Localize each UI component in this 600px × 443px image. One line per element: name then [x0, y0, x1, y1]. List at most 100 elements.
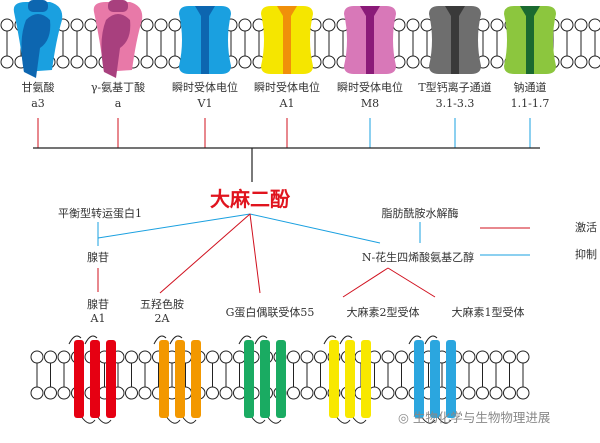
channel-name: 甘氨酸: [21, 81, 55, 94]
bottom-membrane-lipid-head: [138, 350, 152, 364]
bottom-membrane-lipid-head: [44, 386, 57, 400]
watermark: ◎ 生物化学与生物物理进展: [398, 410, 551, 425]
channel-1-cap: [108, 0, 128, 12]
receptor-3-helix: [329, 340, 339, 418]
receptor-loop: [80, 415, 96, 424]
bottom-membrane-lipid-head: [206, 386, 219, 400]
bottom-membrane-lipid-head: [57, 350, 71, 364]
top-membrane-lipid-head: [154, 18, 168, 32]
inhibit-line-ent1: [97, 213, 251, 239]
channel-name: 钠通道: [513, 81, 547, 94]
receptor-loop: [436, 415, 452, 424]
receptor-loop: [254, 335, 268, 345]
top-membrane-lipid-head: [238, 55, 252, 69]
cb2-label: 大麻素2型受体: [346, 306, 420, 319]
channel-subtype: 1.1-1.7: [510, 97, 550, 110]
bottom-membrane-lipid-head: [287, 350, 300, 364]
watermark-text: 生物化学与生物物理进展: [412, 410, 551, 425]
top-membrane-lipid-head: [490, 18, 504, 32]
bottom-membrane-lipid-head: [462, 386, 476, 400]
bottom-membrane-lipid-head: [489, 350, 503, 364]
receptor-1-helix: [159, 340, 169, 418]
bottom-membrane-lipid-head: [381, 386, 395, 400]
a1-name: 腺苷: [87, 298, 109, 311]
top-membrane-lipid-head: [574, 18, 588, 32]
inhibit-line-faah: [249, 213, 381, 244]
receptor-loop: [153, 335, 167, 345]
channel-subtype: 3.1-3.3: [435, 97, 475, 110]
receptor-0-helix: [90, 340, 100, 418]
bottom-membrane-lipid-head: [30, 350, 44, 364]
top-membrane-lipid-head: [56, 55, 70, 69]
receptor-loop: [420, 415, 436, 424]
top-membrane-lipid-head: [322, 55, 336, 69]
bottom-membrane-lipid-head: [476, 386, 489, 400]
adenosine-label: 腺苷: [87, 251, 109, 264]
receptor-loop: [250, 415, 266, 424]
5ht-sub: 2A: [154, 312, 170, 325]
channel-subtype: A1: [279, 97, 295, 110]
top-membrane-lipid-head: [140, 18, 154, 32]
top-membrane-lipid-head: [588, 55, 600, 69]
bottom-membrane-lipid-head: [516, 386, 530, 400]
receptor-loop: [266, 415, 282, 424]
receptor-loop: [84, 335, 98, 345]
receptor-loop: [68, 335, 82, 345]
top-membrane-lipid-head: [322, 18, 336, 32]
receptor-loop: [351, 415, 367, 424]
channel-label: 钠通道 1.1-1.7: [511, 80, 550, 112]
channel-name: γ-氨基丁酸: [90, 81, 146, 94]
channel-subtype: M8: [360, 97, 380, 110]
bottom-membrane-lipid-head: [300, 350, 314, 364]
bottom-membrane-lipid-head: [219, 350, 233, 364]
bottom-membrane-lipid-head: [381, 350, 395, 364]
bottom-membrane-lipid-head: [125, 350, 138, 364]
top-membrane-lipid-head: [588, 18, 600, 32]
activate-line-cb2: [342, 267, 389, 298]
channel-6-pore: [520, 6, 540, 74]
receptor-1-helix: [175, 340, 185, 418]
receptor-loop: [181, 415, 197, 424]
receptor-2-helix: [276, 340, 286, 418]
bottom-membrane-lipid-head: [206, 350, 219, 364]
receptor-1-helix: [191, 340, 201, 418]
aea-label: N-花生四烯酸氨基乙醇: [361, 251, 475, 264]
a1-sub: A1: [90, 312, 106, 325]
receptor-loop: [424, 335, 438, 345]
channel-0-cap: [28, 0, 48, 12]
top-membrane-lipid-head: [0, 55, 14, 69]
receptor-loop: [323, 335, 337, 345]
top-membrane-lipid-head: [490, 55, 504, 69]
bottom-membrane-lipid-head: [462, 350, 476, 364]
top-membrane-lipid-head: [238, 18, 252, 32]
bottom-membrane-lipid-head: [503, 386, 516, 400]
bottom-membrane-lipid-head: [30, 386, 44, 400]
bottom-membrane-lipid-head: [287, 386, 300, 400]
receptor-loop: [169, 335, 183, 345]
receptor-4-helix: [414, 340, 424, 418]
channel-1-subunit: [101, 14, 131, 78]
bottom-membrane-lipid-head: [233, 350, 246, 364]
channel-label: 瞬时受体电位 M8: [337, 80, 403, 112]
bottom-membrane-lipid-head: [489, 386, 503, 400]
receptor-0-helix: [106, 340, 116, 418]
channel-name: 瞬时受体电位: [337, 81, 403, 94]
top-membrane-lipid-head: [154, 55, 168, 69]
top-membrane-lipid-head: [0, 18, 14, 32]
bottom-membrane-lipid-head: [125, 386, 138, 400]
ent1-label: 平衡型转运蛋白1: [58, 207, 142, 220]
top-membrane-lipid-head: [392, 18, 406, 32]
receptor-3-helix: [345, 340, 355, 418]
top-membrane-lipid-head: [168, 18, 182, 32]
top-membrane-lipid-head: [574, 55, 588, 69]
top-membrane-lipid-head: [70, 55, 84, 69]
channel-4-pore: [360, 6, 380, 74]
channel-2-pore: [195, 6, 215, 74]
